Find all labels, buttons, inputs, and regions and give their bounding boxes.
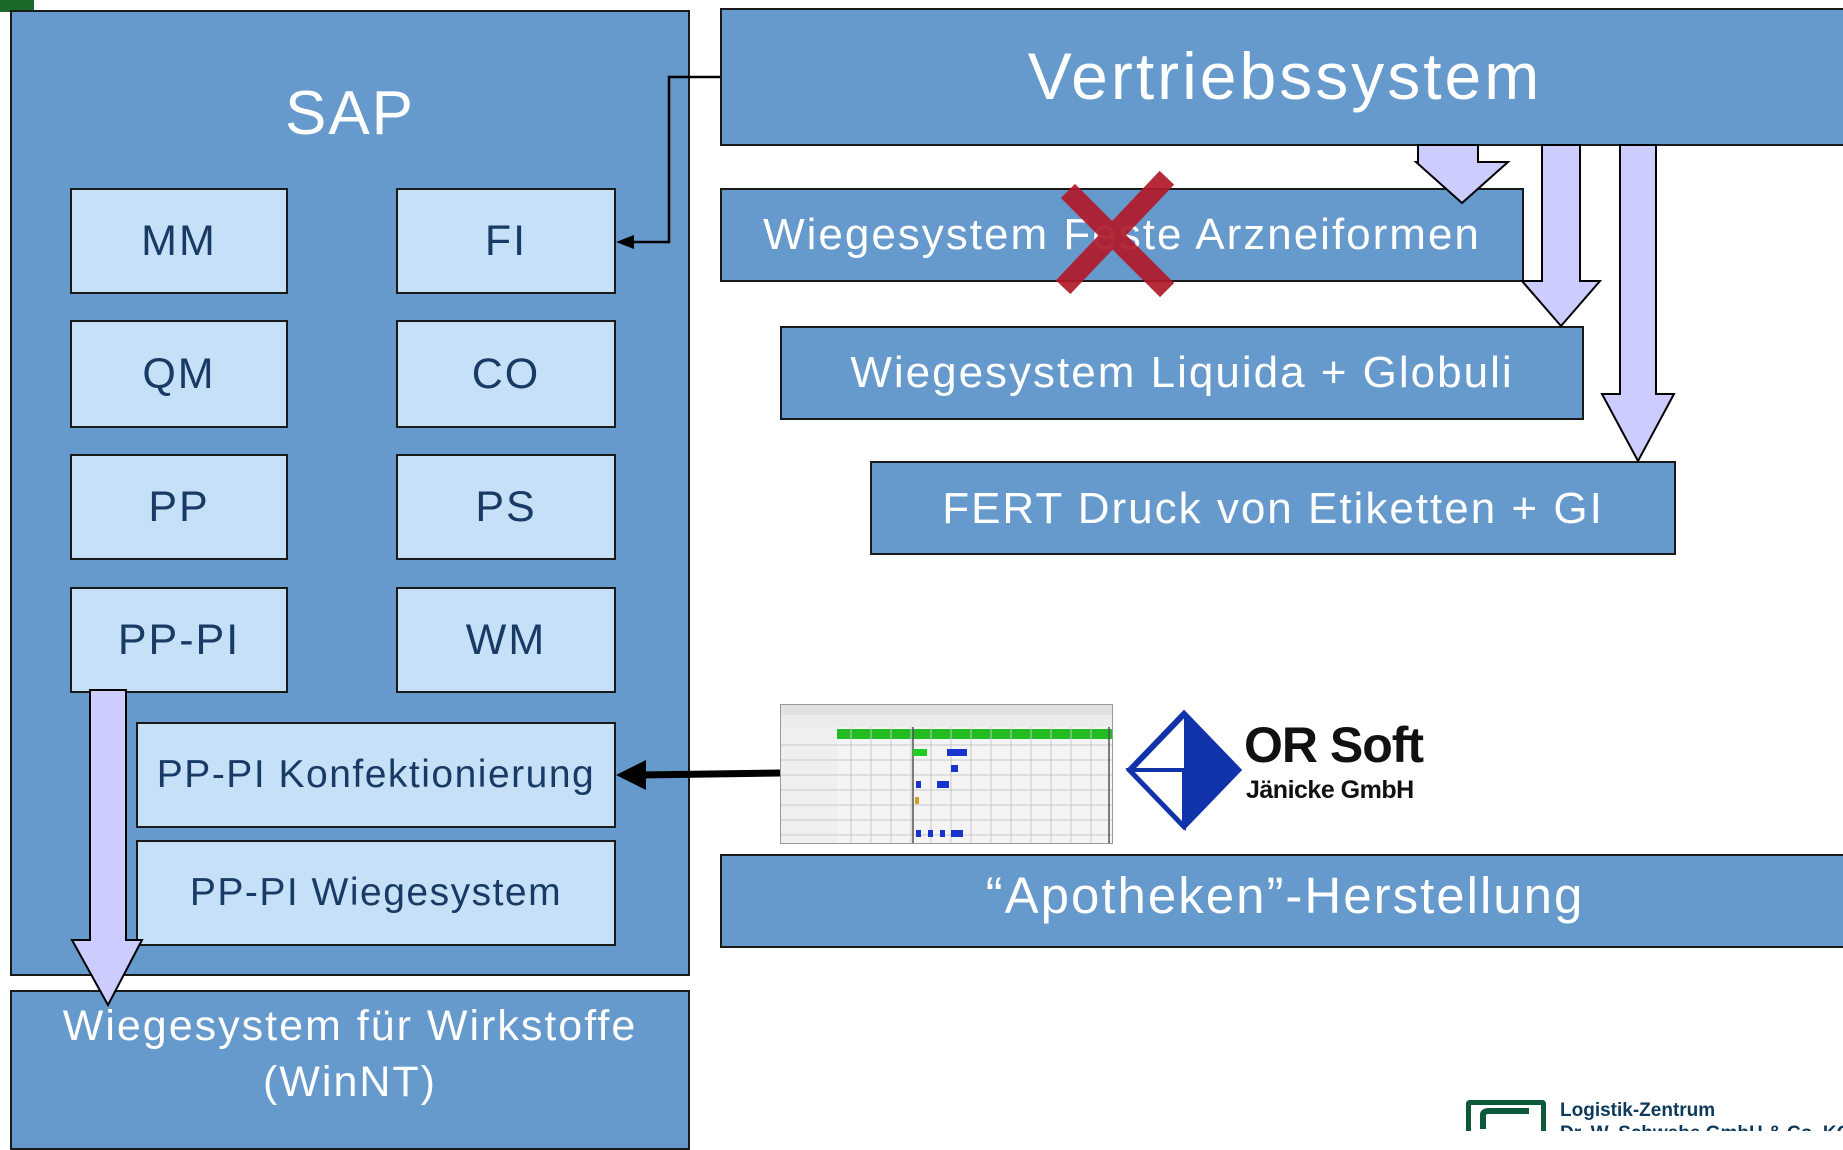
schwabe-logo-icon [1466, 1100, 1546, 1131]
vertrieb-fi-connector [632, 75, 720, 244]
apotheken-box [720, 854, 1843, 948]
sap-title: SAP [284, 79, 416, 148]
footer-logo-line2: Dr. W. Schwabe GmbH & Co. KG [1560, 1123, 1843, 1131]
footer-logo-line1: Logistik-Zentrum [1560, 1100, 1716, 1121]
fert-label: FERT Druck von Etiketten + GI [942, 484, 1604, 533]
module-qm: QM [70, 320, 288, 428]
arrow-to-feste [1413, 144, 1511, 205]
module-mm: MM [70, 188, 288, 294]
arrow-pp-pi-to-winnt [70, 689, 144, 1008]
liquida-box [780, 326, 1584, 420]
module-ps: PS [396, 454, 616, 560]
winnt-box [10, 990, 690, 1150]
vertrieb-box [720, 8, 1843, 146]
module-pp-pi-konfektionierung: PP-PI Konfektionierung [136, 722, 616, 828]
apotheken-title: “Apotheken”-Herstellung [985, 867, 1585, 924]
orsoft-name: OR Soft [1244, 717, 1424, 773]
orsoft-konfektionierung-connector [639, 769, 781, 779]
module-pp-pi-wiegesystem: PP-PI Wiegesystem [136, 840, 616, 946]
fert-box [870, 461, 1676, 555]
module-fi: FI [396, 188, 616, 294]
orsoft-logo-icon [1124, 708, 1244, 832]
module-wm: WM [396, 587, 616, 693]
winnt-line1: Wiegesystem für Wirkstoffe [62, 1002, 638, 1050]
module-pp-pi: PP-PI [70, 587, 288, 693]
module-pp: PP [70, 454, 288, 560]
liquida-label: Wiegesystem Liquida + Globuli [850, 348, 1514, 397]
winnt-line2: (WinNT) [262, 1058, 437, 1106]
fi-arrowhead [616, 235, 634, 249]
corner-accent [0, 0, 34, 12]
gantt-chart-thumbnail [780, 704, 1113, 844]
orsoft-company: Jänicke GmbH [1246, 776, 1414, 804]
vertrieb-title: Vertriebssystem [1027, 39, 1543, 113]
konfektionierung-arrowhead [616, 760, 646, 790]
arrow-to-liquida [1519, 144, 1603, 328]
arrow-to-fert [1600, 144, 1676, 464]
module-co: CO [396, 320, 616, 428]
cross-out-icon [1055, 170, 1175, 298]
